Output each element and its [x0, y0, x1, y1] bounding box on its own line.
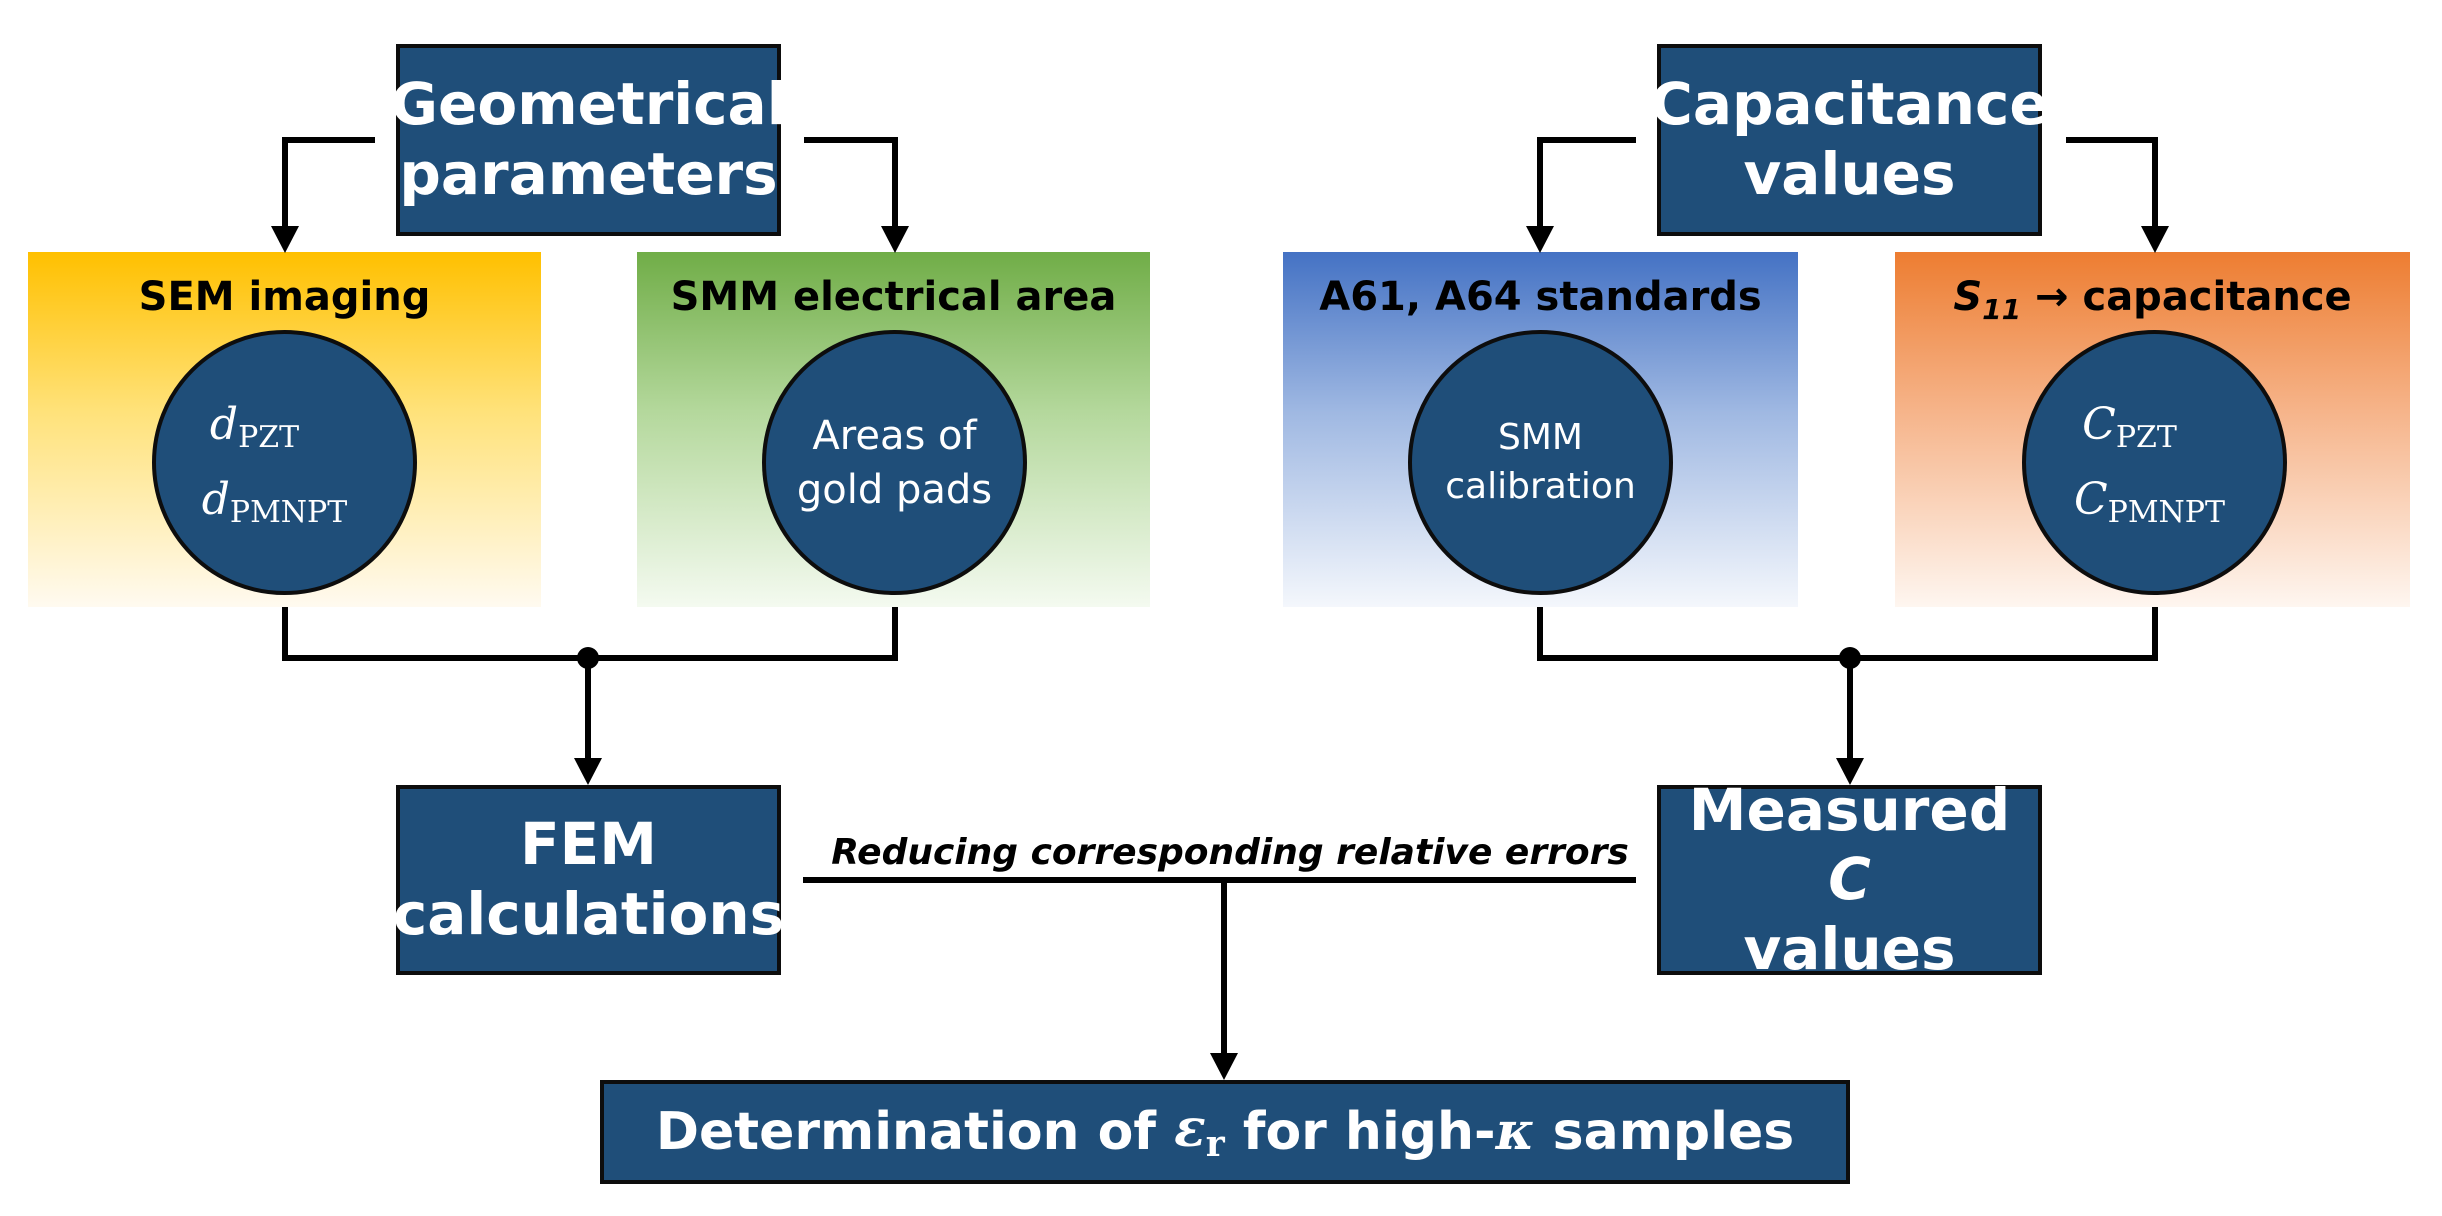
connector-geo-to-sem [282, 137, 375, 230]
s11-capacitance-title: S11 → capacitance [1953, 274, 2352, 326]
geometrical-parameters-line2: parameters [399, 140, 778, 208]
capacitance-values-line1: Capacitance [1650, 70, 2049, 139]
arrow-to-s11 [2141, 226, 2169, 253]
measured-c-values-box: Measured C values [1657, 776, 2042, 983]
kappa-symbol: κ [1495, 1100, 1535, 1162]
fem-calculations-line2: calculations [392, 880, 785, 948]
d-pmnpt-label: dPMNPT [201, 473, 348, 530]
reducing-errors-label: Reducing corresponding relative errors [831, 832, 1629, 873]
arrow-to-standards [1526, 226, 1554, 253]
final-determination-box: Determination of εr for high- κ samples [600, 1080, 1850, 1184]
connector-cap-to-standards [1537, 137, 1636, 230]
geometrical-parameters-box: Geometrical parameters [390, 44, 787, 236]
arrow-to-measured [1836, 758, 1864, 785]
gold-pads-line2: gold pads [796, 466, 993, 513]
a61-a64-standards-title: A61, A64 standards [1319, 274, 1762, 320]
capacitance-values-circle: CPZT CPMNPT [2022, 330, 2287, 595]
geometrical-parameters-line1: Geometrical [390, 70, 787, 139]
final-middle: for high- [1224, 1101, 1496, 1162]
smm-calibration-line2: calibration [1445, 465, 1636, 507]
sem-imaging-title: SEM imaging [138, 274, 431, 320]
capacitance-values-line2: values [1743, 140, 1956, 208]
arrow-to-sem [271, 226, 299, 253]
gold-pads-circle: Areas of gold pads [762, 330, 1027, 595]
connector-cap-to-s11 [2066, 137, 2158, 230]
fem-calculations-line1: FEM [520, 810, 657, 879]
d-pzt-label: dPZT [209, 398, 300, 455]
arrow-to-smm [881, 226, 909, 253]
sem-thickness-circle: dPZT dPMNPT [152, 330, 417, 595]
smm-calibration-line1: SMM [1498, 416, 1583, 458]
capacitance-values-box: Capacitance values [1650, 44, 2049, 236]
measured-c-line1: Measured C [1688, 775, 2011, 914]
c-pzt-label: CPZT [2082, 398, 2177, 455]
smm-calibration-circle: SMM calibration [1408, 330, 1673, 595]
arrow-to-fem [574, 758, 602, 785]
smm-electrical-area-title: SMM electrical area [670, 274, 1117, 320]
final-prefix: Determination of [655, 1101, 1175, 1162]
connector-geo-to-smm [804, 137, 898, 230]
gold-pads-line1: Areas of [812, 412, 977, 459]
fem-calculations-box: FEM calculations [392, 785, 785, 975]
c-pmnpt-label: CPMNPT [2073, 473, 2226, 530]
arrow-to-final [1210, 1053, 1238, 1080]
measured-c-line2: values [1743, 914, 1956, 983]
epsilon-symbol: εr [1174, 1097, 1225, 1165]
final-suffix: samples [1534, 1101, 1795, 1162]
